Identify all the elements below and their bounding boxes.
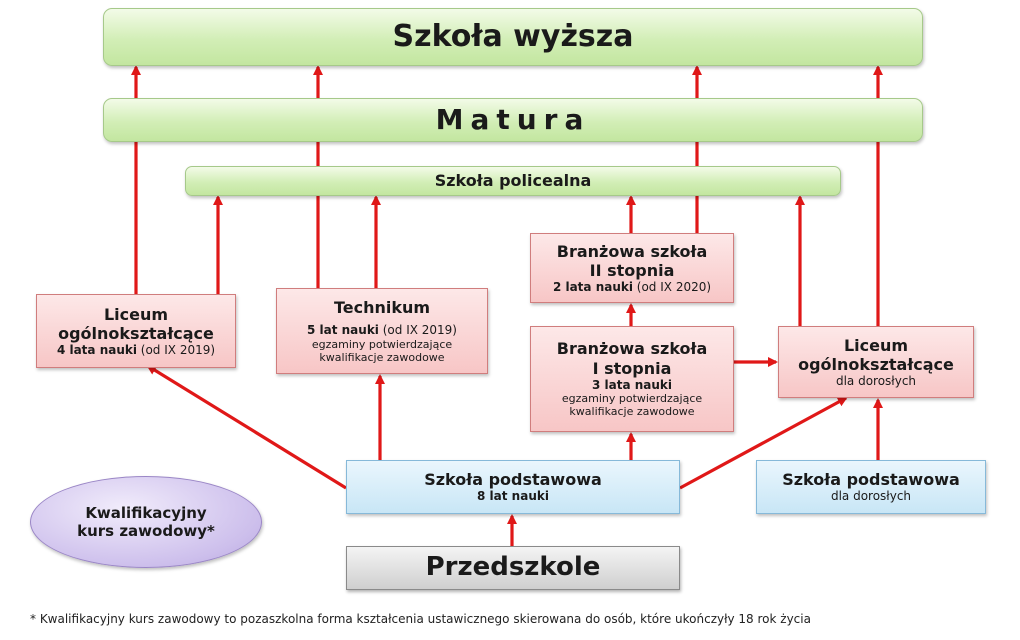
- branch-school-1-box: Branżowa szkoła I stopnia 3 lata nauki e…: [530, 326, 734, 432]
- adult-primary-school-title: Szkoła podstawowa: [782, 470, 960, 490]
- technikum-since: (od IX 2019): [378, 323, 457, 338]
- lyceum-title-line2: ogólnokształcące: [58, 323, 214, 343]
- branch-school-1-note-line2: kwalifikacje zawodowe: [569, 405, 695, 419]
- matura-label: Matura: [435, 103, 591, 137]
- branch-school-2-title-line2: II stopnia: [589, 260, 675, 280]
- primary-school-box: Szkoła podstawowa 8 lat nauki: [346, 460, 680, 514]
- branch-school-2-since: (od IX 2020): [632, 279, 712, 294]
- adult-primary-school-subtitle: dla dorosłych: [830, 489, 912, 504]
- lyceum-box: Liceum ogólnokształcące 4 lata nauki (od…: [36, 294, 236, 368]
- branch-school-1-years: 3 lata nauki: [591, 377, 673, 392]
- technikum-box: Technikum 5 lat nauki (od IX 2019) egzam…: [276, 288, 488, 374]
- branch-school-2-title-line1: Branżowa szkoła: [556, 241, 708, 261]
- technikum-note-line2: kwalifikacje zawodowe: [319, 350, 445, 364]
- arrow-primary-to-adult-lyceum: [679, 396, 848, 490]
- post-secondary-label: Szkoła policealna: [434, 171, 592, 191]
- primary-school-title: Szkoła podstawowa: [424, 470, 602, 490]
- matura-band: Matura: [103, 98, 923, 142]
- higher-school-band: Szkoła wyższa: [103, 8, 923, 66]
- technikum-years: 5 lat nauki: [306, 323, 379, 338]
- vocational-course-line2: kurs zawodowy*: [77, 522, 215, 540]
- adult-lyceum-title-line2: ogólnokształcące: [798, 354, 954, 374]
- vocational-course-oval: Kwalifikacyjny kurs zawodowy*: [30, 476, 262, 568]
- adult-lyceum-box: Liceum ogólnokształcące dla dorosłych: [778, 326, 974, 398]
- lyceum-title-line1: Liceum: [103, 304, 169, 324]
- adult-lyceum-subtitle: dla dorosłych: [835, 373, 917, 388]
- preschool-box: Przedszkole: [346, 546, 680, 590]
- footnote: * Kwalifikacyjny kurs zawodowy to pozasz…: [30, 612, 811, 626]
- arrow-primary-to-lyceum: [146, 364, 347, 490]
- technikum-title: Technikum: [333, 298, 431, 318]
- higher-school-label: Szkoła wyższa: [392, 19, 634, 54]
- lyceum-since: (od IX 2019): [136, 342, 216, 357]
- adult-primary-school-box: Szkoła podstawowa dla dorosłych: [756, 460, 986, 514]
- branch-school-2-box: Branżowa szkoła II stopnia 2 lata nauki …: [530, 233, 734, 303]
- technikum-note-line1: egzaminy potwierdzające: [311, 337, 453, 351]
- branch-school-1-title-line1: Branżowa szkoła: [556, 339, 708, 359]
- adult-lyceum-title-line1: Liceum: [843, 335, 909, 355]
- primary-school-years: 8 lat nauki: [477, 489, 549, 504]
- preschool-label: Przedszkole: [425, 552, 601, 583]
- branch-school-2-years: 2 lata nauki: [552, 279, 633, 294]
- vocational-course-line1: Kwalifikacyjny: [85, 504, 207, 522]
- lyceum-years: 4 lata nauki: [56, 342, 137, 357]
- branch-school-1-title-line2: I stopnia: [592, 358, 672, 378]
- post-secondary-band: Szkoła policealna: [185, 166, 841, 196]
- branch-school-1-note-line1: egzaminy potwierdzające: [561, 392, 703, 406]
